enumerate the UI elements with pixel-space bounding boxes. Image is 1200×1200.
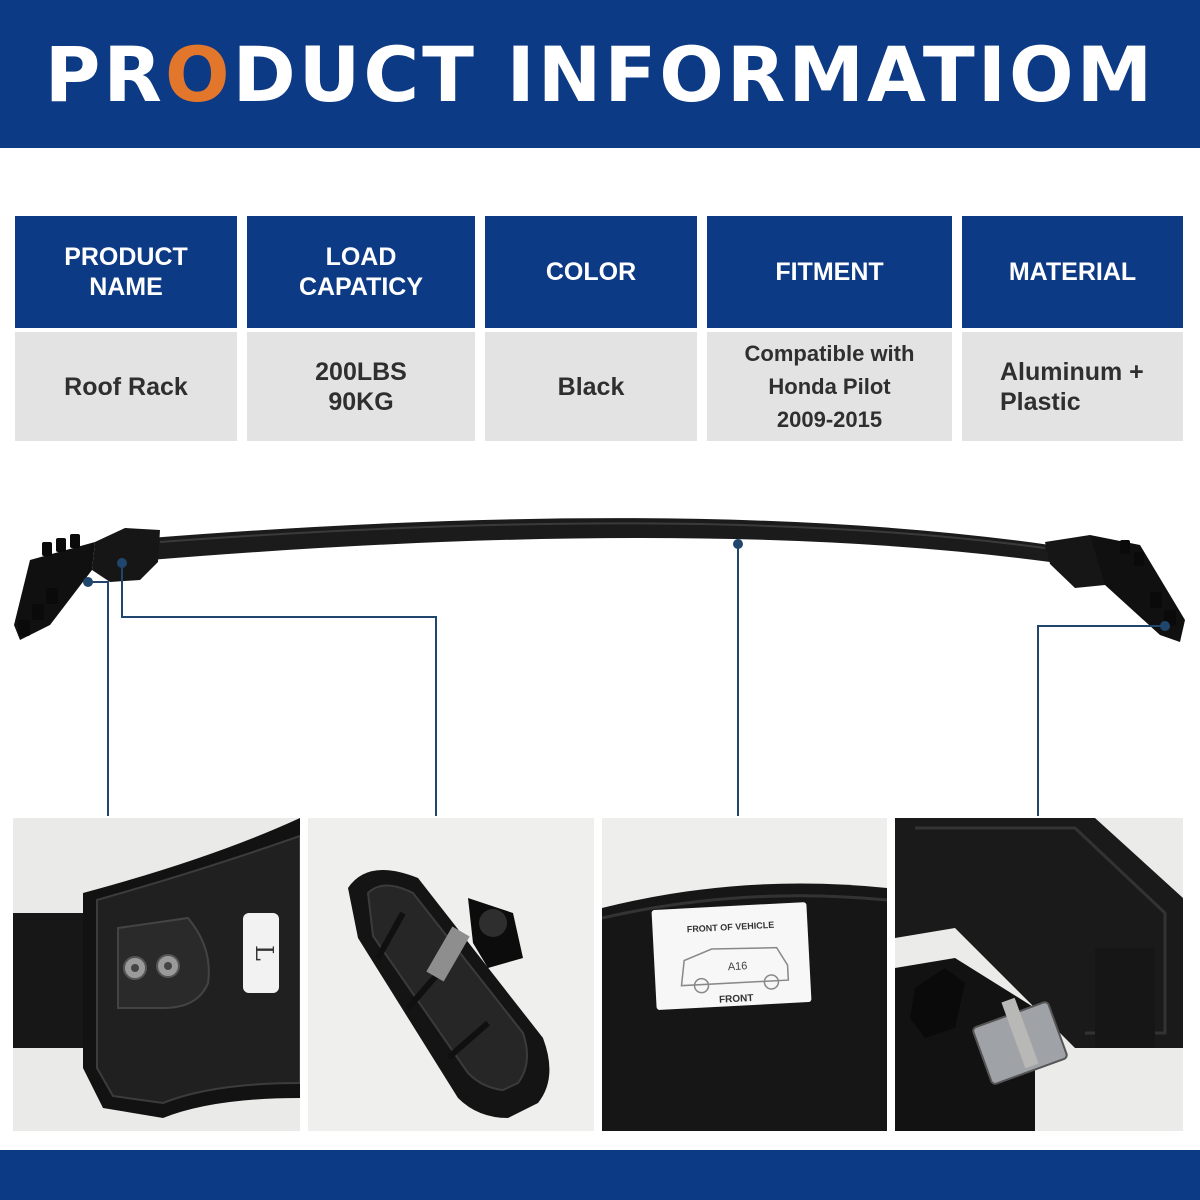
- header-banner: [0, 0, 1200, 148]
- detail-photo-clamp-bolt: [895, 818, 1183, 1131]
- detail-photo-bar-profile: [308, 818, 594, 1131]
- end-cap-marking: L: [250, 945, 278, 961]
- value-material: Aluminum + Plastic: [962, 332, 1183, 441]
- title-start: PR: [44, 29, 165, 119]
- footer-bar: [0, 1150, 1200, 1200]
- sticker-footer: FRONT: [719, 993, 754, 1006]
- title-accent-letter: O: [164, 29, 233, 119]
- sticker-model: A16: [727, 960, 747, 973]
- roof-rack-crossbar-illustration: [14, 518, 1185, 816]
- header-material: MATERIAL: [962, 216, 1183, 328]
- sticker-heading: FRONT OF VEHICLE: [687, 920, 775, 935]
- detail-photo-end-cap: L: [13, 818, 300, 1131]
- value-load-capacity: 200LBS 90KG: [247, 332, 475, 441]
- header-color: COLOR: [485, 216, 697, 328]
- header-load-capacity: LOAD CAPATICY: [247, 216, 475, 328]
- header-product-name: PRODUCT NAME: [15, 216, 237, 328]
- value-product-name: Roof Rack: [15, 332, 237, 441]
- header-fitment: FITMENT: [707, 216, 952, 328]
- value-fitment: Compatible with Honda Pilot 2009-2015: [707, 332, 952, 441]
- detail-photo-front-sticker: FRONT OF VEHICLE A16 FRONT: [602, 818, 887, 1131]
- title-end: DUCT INFORMATIOM: [232, 29, 1156, 119]
- value-color: Black: [485, 332, 697, 441]
